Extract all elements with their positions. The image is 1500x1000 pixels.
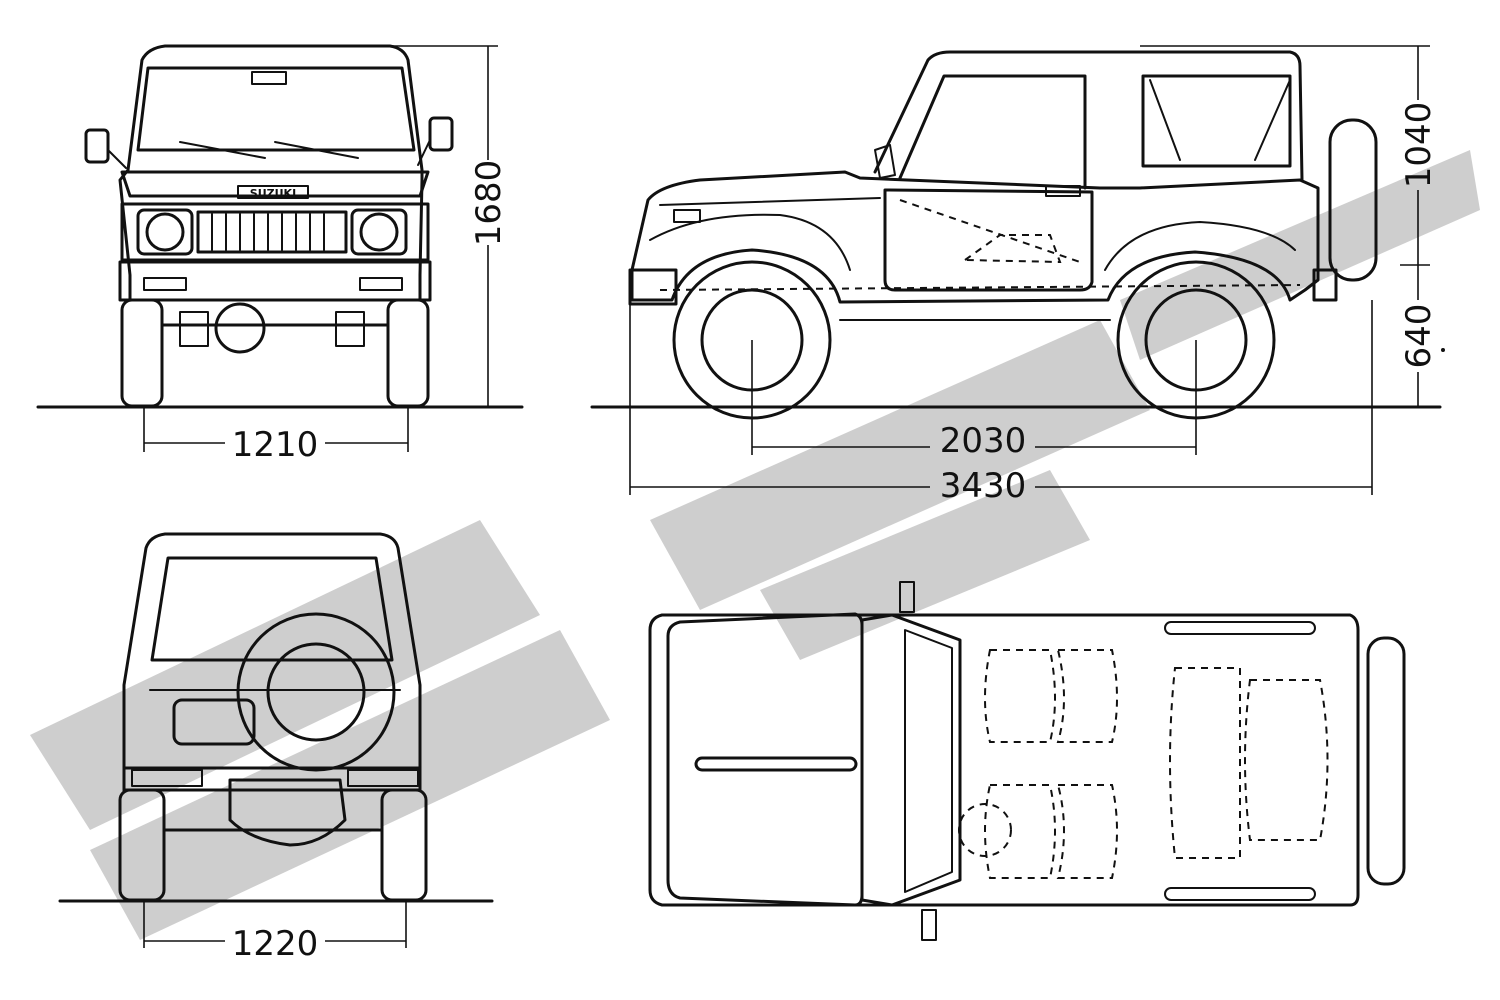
top-seat-front-left	[984, 649, 1056, 743]
side-length-dimension: 3430	[940, 466, 1027, 506]
front-headlight-left-bezel	[136, 208, 194, 256]
rear-wheel-right	[380, 788, 428, 902]
rear-track-dimension: 1220	[232, 924, 319, 964]
top-mirror-right-arm	[921, 909, 937, 941]
top-rail-right	[1164, 887, 1316, 901]
top-body-outline	[648, 613, 1360, 907]
watermark-stroke-5	[760, 470, 1090, 660]
side-front-window	[898, 74, 1087, 190]
watermark-stroke-4	[1120, 150, 1480, 360]
rear-view: 1220	[58, 532, 494, 964]
front-windshield	[136, 66, 416, 152]
watermark-stroke-3	[650, 320, 1150, 610]
rear-window	[150, 556, 394, 662]
side-wheelbase-dimension: 2030	[940, 421, 1027, 461]
rear-bumper	[122, 766, 422, 792]
front-differential	[214, 302, 266, 354]
side-rear-bumper	[1312, 268, 1338, 302]
top-steering-wheel	[958, 803, 1012, 857]
front-grille-panel	[120, 202, 430, 262]
side-soft-top	[873, 50, 1304, 182]
side-seat-outline	[961, 234, 1062, 264]
side-rear-window	[1141, 74, 1292, 168]
top-hood-vent	[694, 756, 858, 772]
front-side-mirror-left	[84, 128, 110, 164]
top-windshield-frame	[860, 613, 962, 907]
rear-plate-recess	[172, 698, 256, 746]
front-wheel-left	[120, 298, 164, 408]
top-spare-tire	[1366, 636, 1406, 886]
rear-tail-lamp-left	[131, 769, 203, 787]
side-mirror	[874, 144, 896, 179]
front-hood	[120, 170, 430, 198]
side-spare-tire	[1328, 118, 1378, 282]
top-seat-front-right	[984, 784, 1056, 879]
front-view: SUZUKI	[36, 44, 524, 465]
front-rear-view-mirror	[251, 71, 287, 85]
front-height-dimension: 1680	[469, 160, 509, 247]
side-door-handle	[1045, 185, 1081, 197]
top-view	[648, 581, 1406, 941]
front-brand-badge-frame	[237, 185, 309, 199]
front-wheel-right	[386, 298, 430, 408]
front-headlight-right-bezel	[350, 208, 408, 256]
front-fog-lamp-left	[143, 277, 187, 291]
front-fog-lamp-right	[359, 277, 403, 291]
top-seat-front-left-back	[1056, 649, 1118, 743]
top-seat-front-right-back	[1056, 784, 1118, 879]
side-dot-mark	[1441, 348, 1445, 352]
side-marker-light	[673, 209, 701, 223]
top-rear-bench-back	[1244, 679, 1329, 841]
rear-wheel-left	[118, 788, 166, 902]
rear-spare-rim	[266, 642, 366, 742]
side-body-outline	[630, 170, 1320, 304]
top-mirror-left-arm	[899, 581, 915, 613]
front-side-mirror-right	[428, 116, 454, 152]
side-front-bumper	[628, 268, 678, 306]
rear-spare-tire	[236, 612, 396, 772]
front-grille	[196, 210, 348, 254]
top-windshield-glass	[904, 629, 953, 893]
side-view: 2030 3430 1040 640	[590, 45, 1445, 506]
side-door	[883, 188, 1094, 292]
top-rail-left	[1164, 621, 1316, 635]
rear-differential	[228, 778, 347, 847]
front-brand-badge: SUZUKI	[250, 187, 296, 200]
front-bumper	[118, 260, 432, 302]
front-wiper-left	[179, 141, 266, 159]
watermark-stroke-1	[30, 520, 540, 830]
front-track-dimension: 1210	[232, 425, 319, 465]
front-headlight-right	[359, 212, 399, 252]
front-wiper-right	[274, 141, 359, 159]
front-body-outline	[118, 44, 424, 302]
side-lower-height-dimension: 640	[1399, 304, 1439, 369]
rear-tail-lamp-right	[347, 769, 419, 787]
front-headlight-left	[145, 212, 185, 252]
top-rear-bench	[1169, 667, 1241, 859]
rear-body-outline	[122, 532, 422, 792]
front-grille-slats	[211, 213, 325, 251]
side-upper-height-dimension: 1040	[1399, 102, 1439, 189]
